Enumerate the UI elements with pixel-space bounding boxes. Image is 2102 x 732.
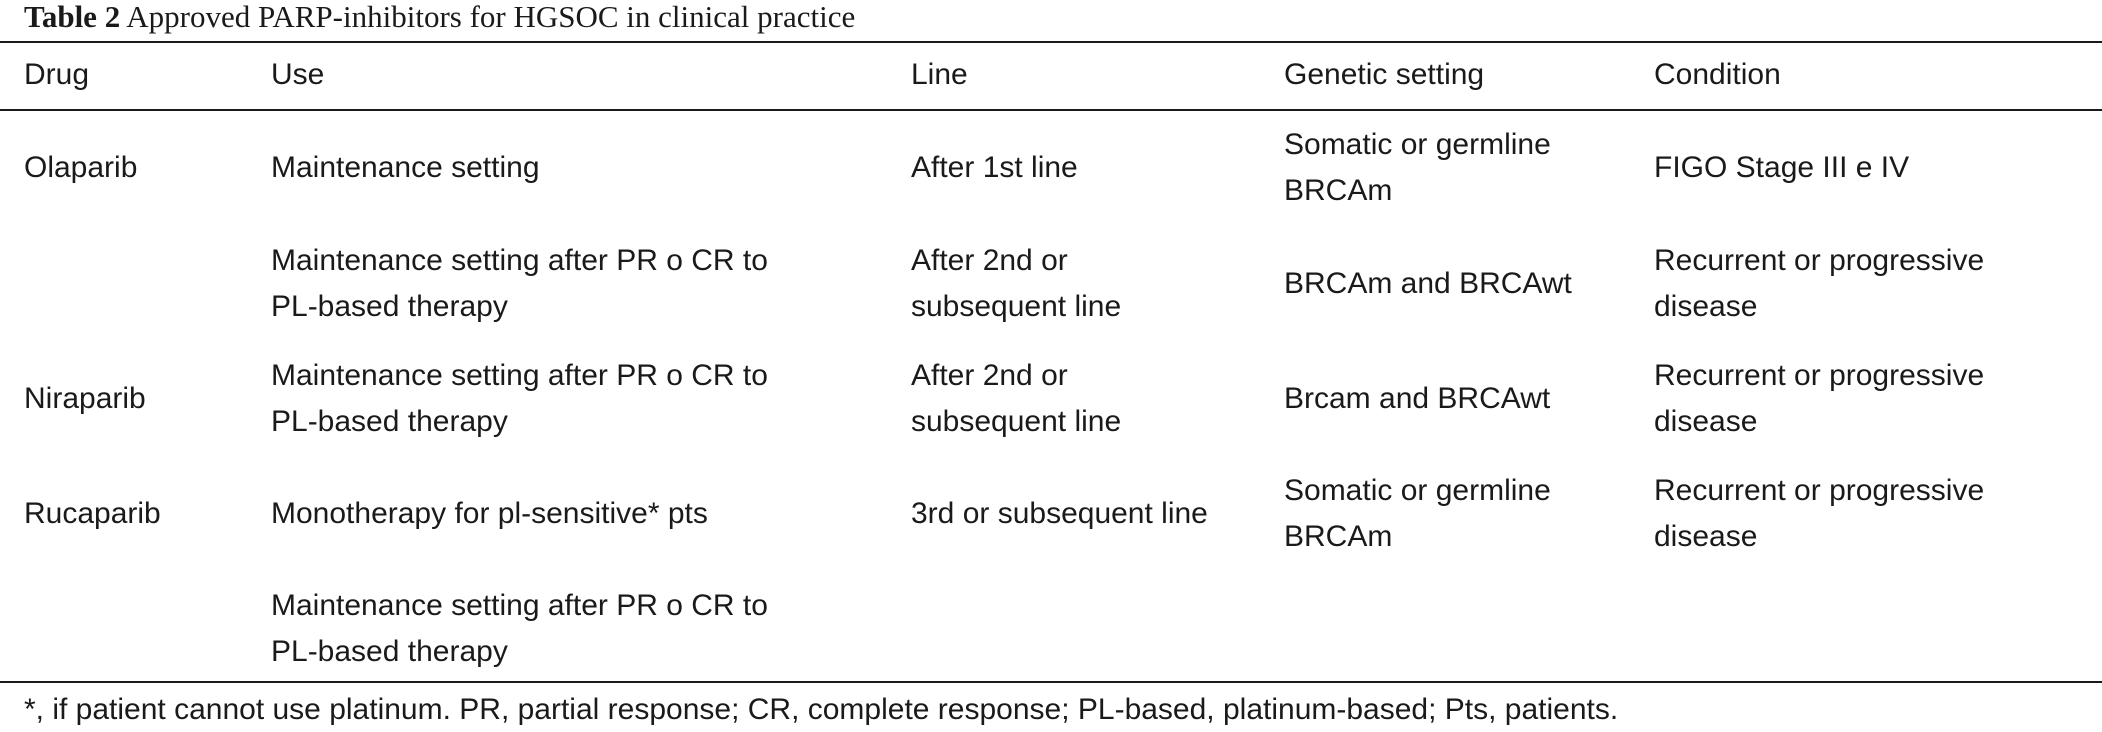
row-1-condition-line-1: FIGO Stage III e IV bbox=[1654, 151, 1910, 184]
row-2-use-line-1: Maintenance setting after PR o CR to bbox=[271, 244, 768, 277]
row-3-condition-line-1: Recurrent or progressive bbox=[1654, 359, 1985, 392]
row-3-use-line-2: PL-based therapy bbox=[271, 405, 508, 438]
header-genetic-setting: Genetic setting bbox=[1284, 58, 1485, 91]
row-3-line-line-2: subsequent line bbox=[911, 405, 1122, 438]
header-use: Use bbox=[271, 58, 325, 91]
top-rule bbox=[0, 41, 2102, 43]
row-4-genetic-line-2: BRCAm bbox=[1284, 520, 1393, 553]
row-5-use-line-2: PL-based therapy bbox=[271, 635, 508, 668]
row-2-use-line-2: PL-based therapy bbox=[271, 290, 508, 323]
row-1-drug: Olaparib bbox=[24, 151, 138, 184]
row-5-use-line-1: Maintenance setting after PR o CR to bbox=[271, 589, 768, 622]
header-rule bbox=[0, 109, 2102, 111]
row-4-line-line-1: 3rd or subsequent line bbox=[911, 497, 1208, 530]
row-2-genetic-line-1: BRCAm and BRCAwt bbox=[1284, 267, 1572, 300]
row-1-line-line-1: After 1st line bbox=[911, 151, 1078, 184]
row-2-line-line-1: After 2nd or bbox=[911, 244, 1068, 277]
header-line: Line bbox=[911, 58, 968, 91]
row-4-condition-line-2: disease bbox=[1654, 520, 1758, 553]
header-drug: Drug bbox=[24, 58, 90, 91]
row-4-drug: Rucaparib bbox=[24, 497, 161, 530]
row-4-use-line-1: Monotherapy for pl-sensitive* pts bbox=[271, 497, 708, 530]
row-1-genetic-line-1: Somatic or germline bbox=[1284, 128, 1551, 161]
table-caption: Table 2 Approved PARP-inhibitors for HGS… bbox=[24, 0, 855, 38]
row-3-drug: Niraparib bbox=[24, 382, 146, 415]
row-2-condition-line-2: disease bbox=[1654, 290, 1758, 323]
table-caption-text: Approved PARP-inhibitors for HGSOC in cl… bbox=[126, 0, 856, 34]
row-4-condition-line-1: Recurrent or progressive bbox=[1654, 474, 1985, 507]
header-condition: Condition bbox=[1654, 58, 1781, 91]
row-3-use-line-1: Maintenance setting after PR o CR to bbox=[271, 359, 768, 392]
table-caption-label: Table 2 bbox=[24, 0, 121, 34]
row-1-use-line-1: Maintenance setting bbox=[271, 151, 540, 184]
bottom-rule bbox=[0, 681, 2102, 683]
row-2-condition-line-1: Recurrent or progressive bbox=[1654, 244, 1985, 277]
row-1-genetic-line-2: BRCAm bbox=[1284, 174, 1393, 207]
row-4-genetic-line-1: Somatic or germline bbox=[1284, 474, 1551, 507]
row-3-line-line-1: After 2nd or bbox=[911, 359, 1068, 392]
table-footnote: *, if patient cannot use platinum. PR, p… bbox=[24, 693, 1619, 726]
row-2-line-line-2: subsequent line bbox=[911, 290, 1122, 323]
row-3-genetic-line-1: Brcam and BRCAwt bbox=[1284, 382, 1551, 415]
row-3-condition-line-2: disease bbox=[1654, 405, 1758, 438]
